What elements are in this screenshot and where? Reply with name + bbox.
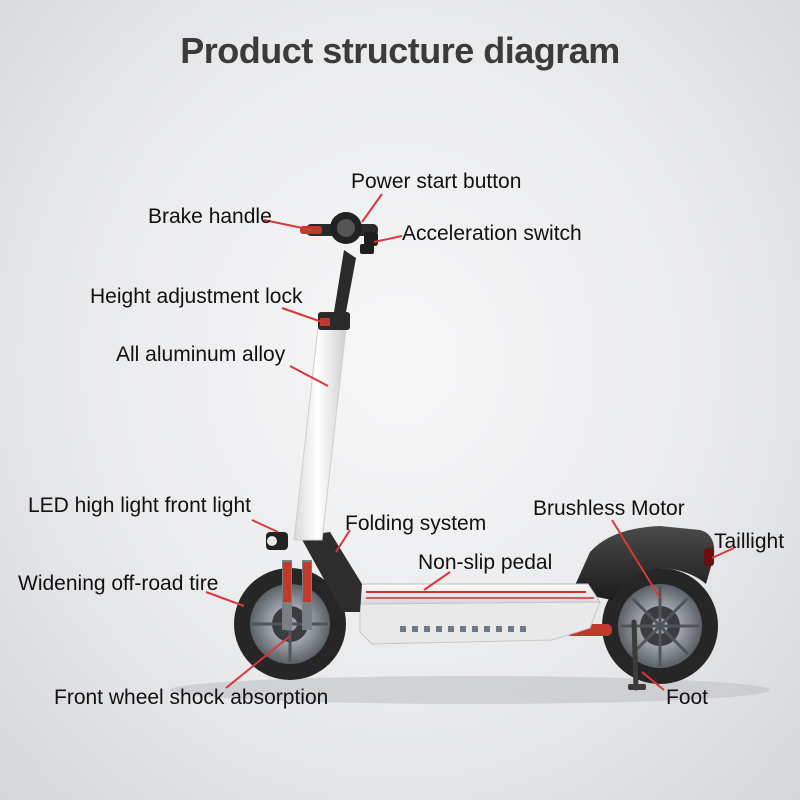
leader-non-slip-pedal	[423, 571, 451, 591]
label-foot: Foot	[666, 686, 709, 709]
label-power-start-button: Power start button	[351, 170, 522, 193]
kickstand	[631, 619, 639, 691]
label-all-aluminum-alloy: All aluminum alloy	[116, 343, 286, 366]
rear-fender	[572, 526, 715, 600]
stem	[293, 327, 347, 541]
label-led-front-light: LED high light front light	[28, 494, 251, 517]
leader-lines	[205, 193, 735, 691]
leader-all-aluminum-alloy	[289, 365, 329, 387]
leader-brushless-motor	[611, 519, 661, 599]
label-taillight: Taillight	[714, 530, 785, 553]
label-acceleration-switch: Acceleration switch	[402, 222, 582, 245]
leader-acceleration-switch	[373, 235, 403, 243]
front-fork	[282, 560, 312, 630]
taillight-lamp	[704, 548, 714, 566]
leader-height-adjustment-lock	[281, 307, 323, 323]
label-brake-handle: Brake handle	[148, 205, 272, 228]
leader-foot	[641, 671, 665, 691]
deck	[359, 583, 601, 645]
leader-power-start-button	[361, 193, 383, 223]
handle-column	[334, 250, 356, 312]
label-front-wheel-shock: Front wheel shock absorption	[54, 686, 329, 709]
label-widening-offroad-tire: Widening off-road tire	[18, 572, 219, 595]
leader-folding-system	[335, 529, 351, 553]
ground-shadow	[170, 676, 770, 704]
label-non-slip-pedal: Non-slip pedal	[418, 551, 553, 574]
leader-taillight	[711, 547, 735, 559]
handlebar	[300, 212, 378, 254]
label-folding-system: Folding system	[345, 512, 487, 535]
leader-led-front-light	[251, 519, 279, 533]
label-height-adjustment-lock: Height adjustment lock	[90, 285, 303, 308]
diagram-title: Product structure diagram	[180, 30, 620, 71]
leader-front-wheel-shock	[225, 635, 291, 689]
leader-widening-offroad-tire	[205, 591, 245, 607]
leader-brake-handle	[263, 219, 313, 231]
folding-joint	[300, 532, 362, 612]
label-brushless-motor: Brushless Motor	[533, 497, 685, 520]
